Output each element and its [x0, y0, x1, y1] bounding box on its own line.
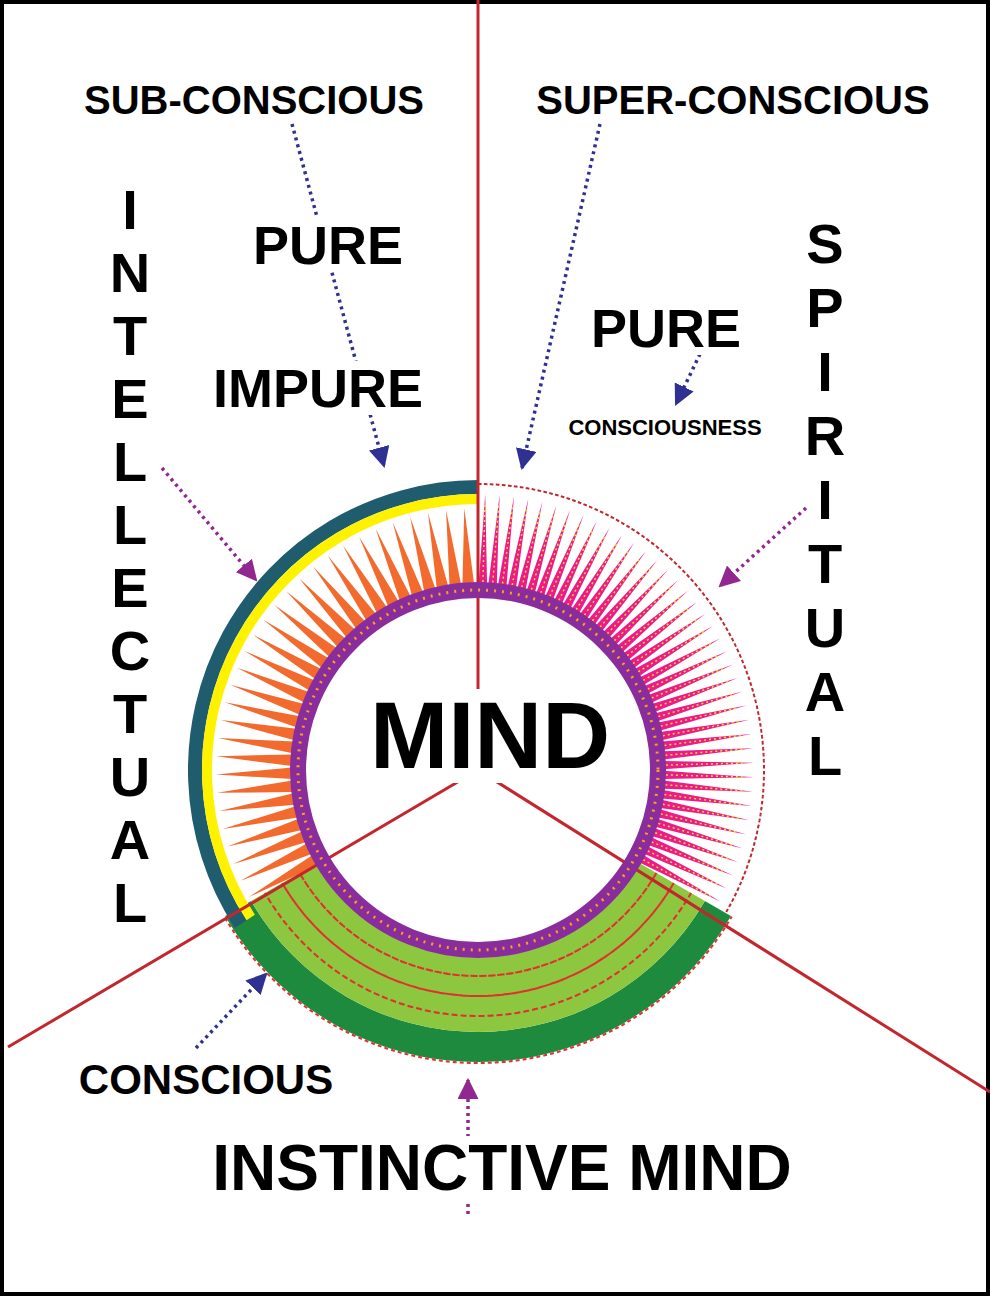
dashed-ring	[224, 917, 731, 1063]
spike-dots	[665, 785, 745, 791]
pink-spike	[488, 495, 499, 585]
spike-dots	[633, 618, 699, 663]
orange-spike	[446, 510, 461, 586]
spike-dots	[655, 681, 730, 708]
spike-dots	[600, 566, 652, 627]
leader-line	[196, 974, 266, 1048]
spike-dots	[584, 549, 629, 615]
vertical-label: INTELLECTUAL	[108, 178, 153, 934]
orange-spike	[237, 668, 309, 703]
orange-spike	[462, 508, 474, 584]
orange-spike	[428, 513, 448, 589]
spike-dots	[663, 804, 742, 819]
sector-line	[477, 0, 480, 770]
pink-spike	[610, 580, 678, 645]
spike-dots	[648, 655, 720, 689]
leader-line	[676, 354, 700, 404]
pink-spike	[663, 748, 753, 759]
pink-spike	[580, 543, 634, 620]
spike-dots	[550, 522, 581, 596]
orange-spike	[216, 767, 292, 779]
text-label: SUB-CONSCIOUS	[81, 80, 427, 120]
orange-spike	[217, 780, 293, 792]
text-label: PURE	[588, 301, 744, 355]
pink-spike	[664, 761, 754, 769]
pink-spike	[662, 734, 752, 750]
spike-dots	[655, 833, 730, 860]
sector-line	[8, 770, 478, 1047]
leader-line	[720, 508, 806, 586]
spike-dots	[592, 557, 641, 620]
sector-lines	[8, 0, 990, 1092]
spike-dots	[663, 721, 742, 736]
spike-dots	[503, 504, 513, 583]
spike-dots	[614, 586, 672, 641]
spike-dots	[576, 541, 618, 609]
purple-ring	[298, 590, 658, 950]
spike-dots	[522, 509, 541, 587]
orange-spike	[227, 819, 301, 847]
pink-spike	[629, 614, 706, 668]
spike-dots	[643, 642, 713, 680]
spike-dots	[664, 795, 743, 805]
spike-dots	[493, 503, 499, 583]
leader-lines	[162, 124, 806, 1214]
pink-spike	[663, 780, 753, 791]
text-label: CONSCIOUS	[76, 1059, 336, 1101]
spike-dots	[559, 528, 593, 600]
mind-rings	[188, 480, 764, 1063]
pink-spike	[617, 591, 688, 653]
orange-spike	[216, 754, 292, 766]
ring-dots	[298, 590, 658, 950]
spike-dots	[607, 576, 662, 634]
spike-dots	[652, 842, 726, 873]
pink-spike	[527, 505, 557, 593]
spike-dots	[648, 851, 720, 885]
spike-dots	[661, 814, 739, 833]
pink-spike	[655, 819, 743, 849]
spike-dots	[512, 506, 527, 585]
text-label: IMPURE	[210, 361, 426, 415]
orange-spike	[219, 793, 295, 811]
text-label: INSTINCTIVE MIND	[209, 1136, 795, 1200]
spike-dots	[541, 517, 568, 592]
pink-spike	[623, 602, 697, 660]
leader-line	[162, 468, 256, 580]
pink-spike	[596, 560, 658, 631]
pink-spike	[588, 551, 646, 625]
text-label: CONSCIOUSNESS	[565, 417, 764, 439]
pink-spike	[634, 626, 713, 677]
spike-dots	[666, 763, 746, 765]
spike-dots	[665, 749, 745, 755]
spike-dots	[627, 607, 690, 656]
pink-spike	[603, 570, 668, 638]
vertical-label: SPIRITUAL	[803, 212, 848, 788]
node-title: MIND	[366, 689, 614, 783]
pink-spike	[639, 638, 720, 685]
spike-dots	[652, 667, 726, 698]
mind-circle: MIND	[288, 580, 668, 960]
text-label: SUPER-CONSCIOUS	[533, 80, 932, 120]
spike-dots	[658, 823, 735, 846]
pink-spike	[660, 720, 749, 741]
spike-dots	[666, 775, 746, 777]
spike-dots	[658, 694, 735, 717]
pink-spike	[664, 771, 754, 779]
spike-dots	[483, 502, 485, 582]
spike-dots	[621, 596, 682, 648]
dashed-ring	[282, 883, 673, 996]
orange-spike	[218, 738, 294, 753]
spike-dots	[531, 513, 554, 590]
pink-spike	[479, 494, 487, 584]
text-label: PURE	[250, 218, 406, 272]
spike-dots	[664, 735, 743, 745]
